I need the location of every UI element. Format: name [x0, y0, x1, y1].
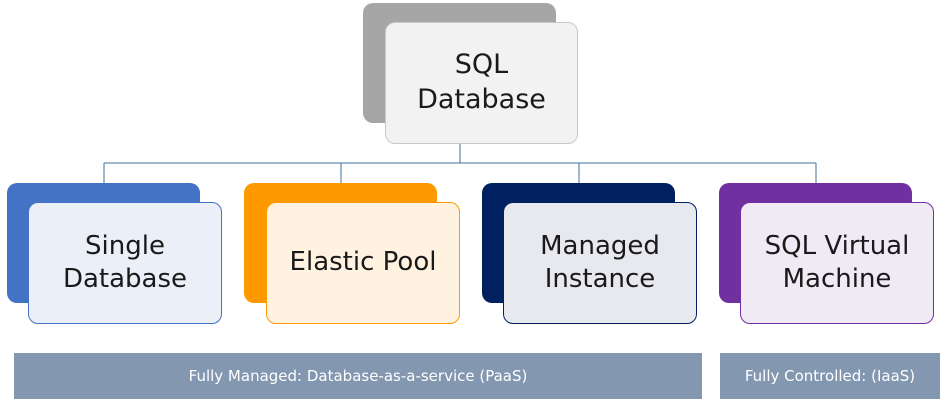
root-node-label: SQL Database — [417, 49, 546, 115]
node-label: Single Database — [62, 230, 188, 294]
node-label: Elastic Pool — [289, 247, 437, 278]
node-sql-virtual-machine: SQL Virtual Machine — [740, 202, 934, 324]
root-node-sql-database: SQL Database — [385, 22, 578, 144]
node-elastic-pool: Elastic Pool — [266, 202, 460, 324]
node-managed-instance: Managed Instance — [503, 202, 697, 324]
node-label: Managed Instance — [540, 230, 660, 294]
paas-band: Fully Managed: Database-as-a-service (Pa… — [14, 353, 702, 399]
node-label: SQL Virtual Machine — [764, 230, 910, 294]
iaas-band: Fully Controlled: (IaaS) — [720, 353, 940, 399]
node-single-database: Single Database — [28, 202, 222, 324]
